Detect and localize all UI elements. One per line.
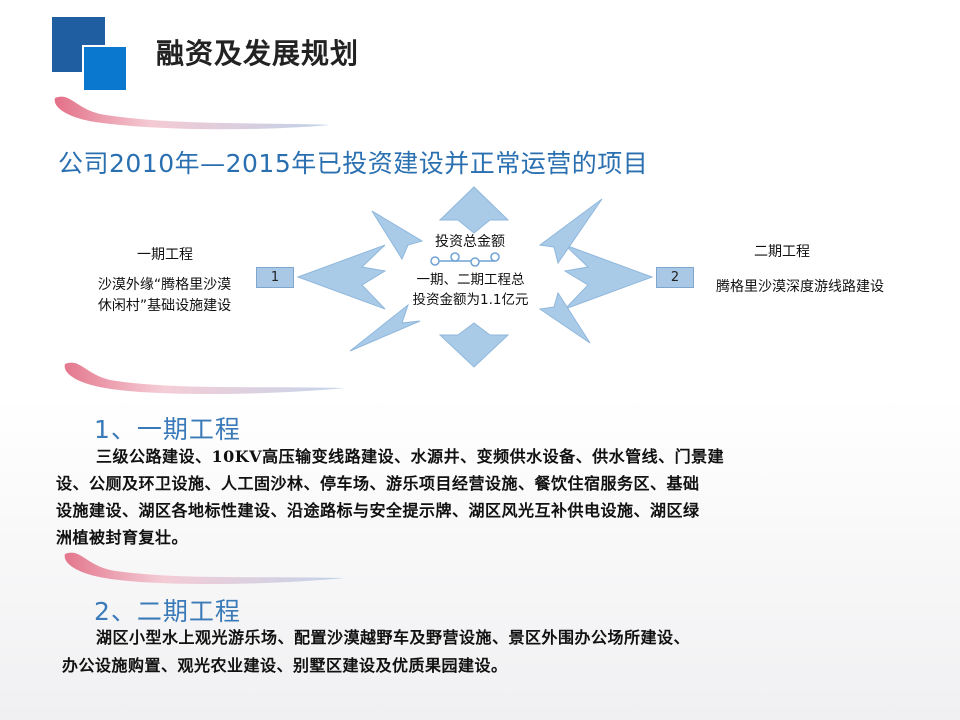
phase2-desc: 腾格里沙漠深度游线路建设 (716, 279, 884, 295)
section2-heading: 2、二期工程 (94, 597, 241, 626)
phase2-badge: 2 (656, 267, 694, 288)
arrow-up-icon (438, 186, 510, 234)
phase1-badge: 1 (256, 267, 294, 288)
section1-heading: 1、一期工程 (94, 415, 241, 444)
section1-line-1: 三级公路建设、10KV高压输变线路建设、水源井、变频供水设备、供水管线、门景建 (96, 447, 725, 466)
arrow-down-icon (438, 322, 510, 368)
center-title: 投资总金额 (435, 234, 505, 250)
network-nodes-icon (430, 252, 500, 267)
section1-line-4: 洲植被封育复壮。 (56, 528, 189, 547)
arrow-up-right-icon (538, 198, 603, 265)
section2-line-2: 办公设施购置、观光农业建设、别墅区建设及优质果园建设。 (62, 656, 508, 675)
section1-line-3: 设施建设、湖区各地标性建设、沿途路标与安全提示牌、湖区风光互补供电设施、湖区绿 (56, 501, 700, 520)
arrow-burst-diagram (296, 186, 654, 368)
section2-line-1: 湖区小型水上观光游乐场、配置沙漠越野车及野营设施、景区外围办公场所建设、 (96, 628, 691, 647)
swoosh-decoration-bottom (64, 552, 345, 584)
phase2-heading: 二期工程 (754, 244, 810, 260)
arrow-left-icon (296, 244, 387, 310)
phase1-desc-line-1: 沙漠外缘“腾格里沙漠 (97, 277, 232, 293)
arrow-down-left-icon (349, 303, 421, 352)
swoosh-decoration-middle (64, 362, 345, 394)
section1-line-2: 设、公厕及环卫设施、人工固沙林、停车场、游乐项目经营设施、餐饮住宿服务区、基础 (56, 474, 700, 493)
center-line-1: 一期、二期工程总 (416, 272, 525, 288)
page-title: 融资及发展规划 (156, 37, 360, 70)
swoosh-decoration-top (54, 96, 330, 130)
phase1-heading: 一期工程 (137, 247, 193, 263)
arrow-right-icon (563, 244, 654, 310)
phase1-desc-line-2: 休闲村”基础设施建设 (97, 298, 232, 314)
arrow-up-left-icon (371, 210, 424, 261)
logo-square-light (82, 45, 128, 92)
center-line-2: 投资金额为1.1亿元 (412, 292, 529, 308)
arrow-down-right-icon (538, 291, 591, 344)
section-subtitle: 公司2010年—2015年已投资建设并正常运营的项目 (58, 149, 649, 178)
